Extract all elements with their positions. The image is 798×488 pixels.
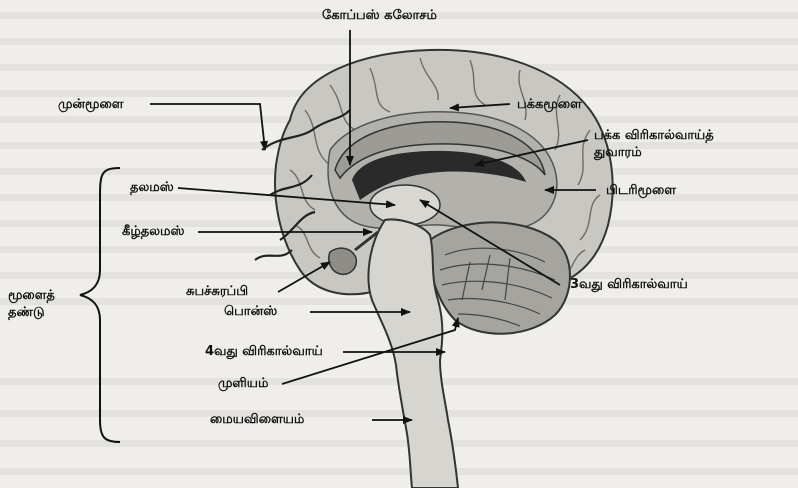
brainstem-brace (80, 168, 120, 442)
label-pons: பொன்ஸ் (224, 304, 277, 320)
label-occipital-lobe: பிடரிமூளை (606, 183, 676, 199)
label-brainstem-line2: தண்டு (8, 305, 45, 321)
label-medulla: முளியம் (218, 376, 268, 392)
pituitary-shape (329, 248, 357, 274)
label-thalamus: தலமஸ் (130, 180, 174, 196)
label-spinal-cord: மையவிளையம் (210, 412, 304, 428)
label-lateral-ventricle-line2: துவாரம் (594, 145, 642, 161)
label-third-ventricle: 3வது விரிகால்வாய் (570, 277, 688, 293)
label-pituitary: சுபச்சுரப்பி (186, 284, 248, 300)
label-parietal-lobe: பக்கமூளை (517, 97, 582, 113)
label-corpus-callosum: கோப்பஸ் கலோசம் (322, 8, 437, 24)
label-brainstem-line1: மூளைத் (8, 288, 55, 304)
label-frontal-lobe: முன்மூளை (58, 97, 123, 113)
label-fourth-ventricle: 4வது விரிகால்வாய் (205, 344, 323, 360)
label-hypothalamus: கீழ்தலமஸ் (122, 224, 184, 240)
label-lateral-ventricle-line1: பக்க விரிகால்வாய்த் (594, 128, 714, 144)
arrow-frontal-lobe (150, 104, 265, 150)
